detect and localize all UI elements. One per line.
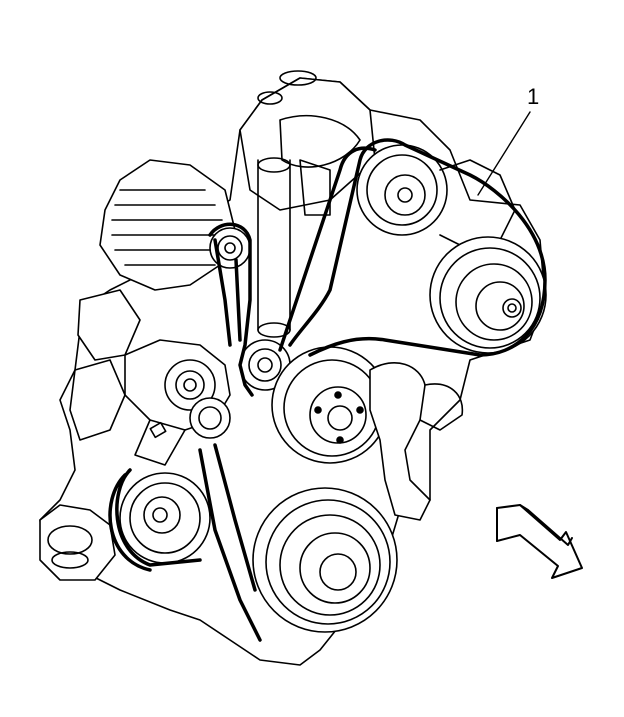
engine-bracket-left-2	[77, 289, 141, 361]
intake-assembly	[239, 70, 376, 338]
crankshaft-balancer	[252, 487, 398, 633]
engine-bracket-left	[69, 359, 126, 441]
alternator	[99, 159, 251, 291]
front-view-direction-arrow-icon	[496, 504, 583, 579]
callout-label-1: 1	[527, 84, 540, 109]
idler-pulley-center	[239, 339, 291, 391]
belt-tensioner	[124, 339, 231, 466]
power-steering-pulley	[429, 236, 547, 354]
lower-left-housing	[39, 504, 116, 581]
water-pump-pulley	[271, 346, 389, 464]
thermostat-housing	[369, 361, 464, 521]
lower-left-pulley	[119, 472, 211, 564]
serpentine-belt	[108, 138, 547, 642]
callout-leader-1	[477, 111, 531, 196]
